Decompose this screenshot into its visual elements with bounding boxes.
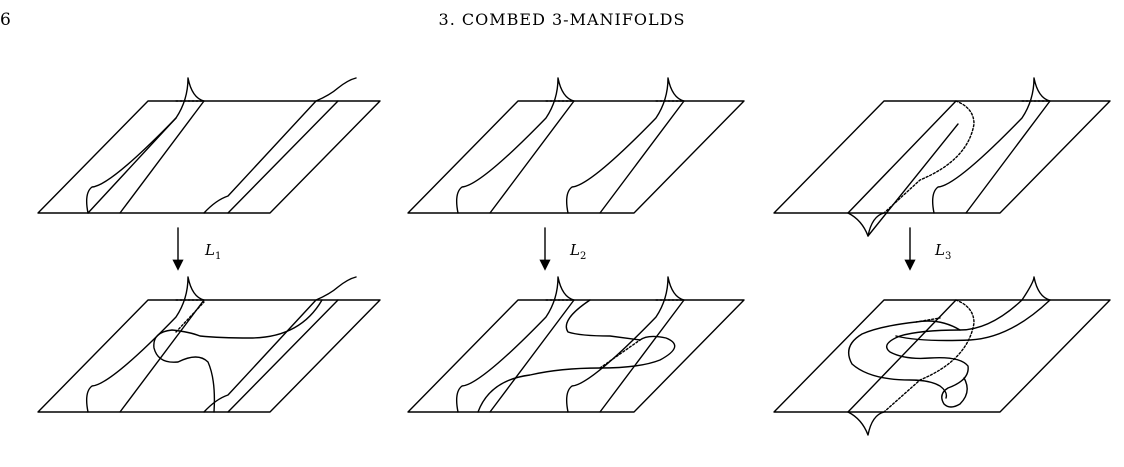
move-1-label: L1 (204, 241, 221, 262)
move-3-label: L3 (934, 241, 951, 262)
move-2-before (408, 78, 744, 213)
move-2-label: L2 (569, 241, 586, 262)
move-1-before (38, 78, 380, 213)
move-1-after (38, 277, 380, 412)
move-3-before (774, 78, 1110, 236)
move-3-after (774, 277, 1110, 435)
move-2-after (408, 277, 744, 412)
